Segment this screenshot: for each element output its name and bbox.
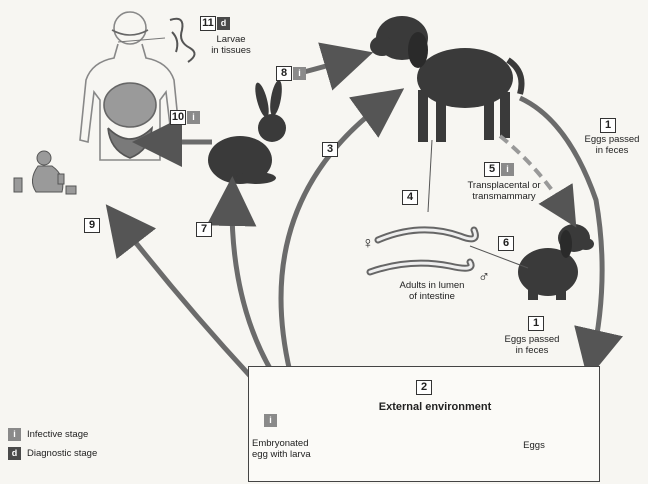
tag-infective-10: i bbox=[187, 111, 200, 124]
larvae-in-tissues-label: Larvae in tissues bbox=[196, 34, 266, 56]
embryonated-egg-label: Embryonated egg with larva bbox=[252, 438, 342, 460]
step-3: 3 bbox=[322, 142, 338, 157]
step-1-bottom: 1 bbox=[528, 316, 544, 331]
legend-diagnostic-swatch: d bbox=[8, 447, 21, 460]
tag-infective-embryonated: i bbox=[264, 414, 277, 427]
legend-diagnostic: d Diagnostic stage bbox=[8, 447, 138, 460]
eggs-passed-label-bottom: Eggs passed in feces bbox=[492, 334, 572, 356]
step-9: 9 bbox=[84, 218, 100, 233]
step-4: 4 bbox=[402, 190, 418, 205]
tag-diagnostic-11: d bbox=[217, 17, 230, 30]
eggs-passed-label-top: Eggs passed in feces bbox=[576, 134, 648, 156]
eggs-label: Eggs bbox=[514, 440, 554, 451]
step-11: 11 bbox=[200, 16, 216, 31]
step-1-top: 1 bbox=[600, 118, 616, 133]
legend-infective-swatch: i bbox=[8, 428, 21, 441]
arrow-env-to-rabbit bbox=[232, 196, 272, 372]
step-8: 8 bbox=[276, 66, 292, 81]
puppy-figure bbox=[518, 224, 594, 300]
male-symbol: ♂ bbox=[478, 270, 490, 286]
dog-large-figure bbox=[370, 16, 522, 142]
tag-infective-5: i bbox=[501, 163, 514, 176]
human-figure bbox=[80, 12, 180, 160]
step-7: 7 bbox=[196, 222, 212, 237]
female-symbol: ♀ bbox=[362, 236, 374, 252]
adults-label: Adults in lumen of intestine bbox=[372, 280, 492, 302]
legend-diagnostic-label: Diagnostic stage bbox=[27, 448, 97, 459]
legend: i Infective stage d Diagnostic stage bbox=[8, 428, 138, 466]
transplacental-label: Transplacental or transmammary bbox=[444, 180, 564, 202]
rabbit-figure bbox=[208, 79, 286, 184]
tag-infective-8: i bbox=[293, 67, 306, 80]
adult-pointer-dog bbox=[428, 140, 432, 212]
legend-infective: i Infective stage bbox=[8, 428, 138, 441]
step-6: 6 bbox=[498, 236, 514, 251]
external-environment-label: External environment bbox=[360, 402, 510, 413]
legend-infective-label: Infective stage bbox=[27, 429, 88, 440]
child-figure bbox=[14, 151, 76, 194]
step-10: 10 bbox=[170, 110, 186, 125]
larvae-tissue-icon bbox=[170, 19, 195, 62]
step-2: 2 bbox=[416, 380, 432, 395]
step-5: 5 bbox=[484, 162, 500, 177]
